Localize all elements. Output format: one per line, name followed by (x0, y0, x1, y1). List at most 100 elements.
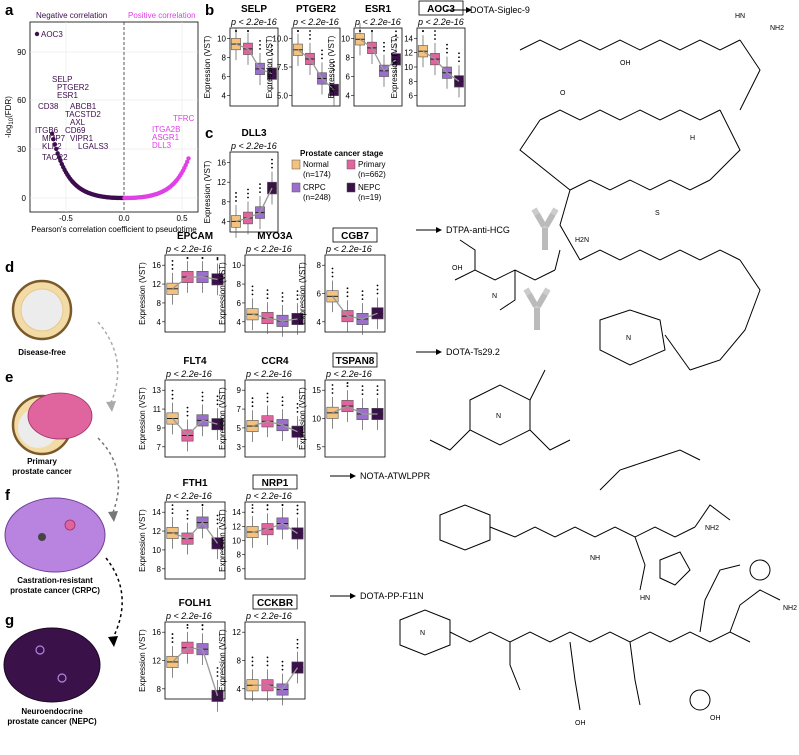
y-axis-label: Expression (VST) (298, 387, 307, 450)
outlier-point (296, 646, 299, 649)
outlier-point (296, 402, 299, 405)
y-tick: 12 (404, 49, 413, 58)
legend-label: Primary (358, 160, 386, 169)
svg-text:prostate cancer: prostate cancer (12, 467, 72, 476)
gene-label: LGALS3 (78, 142, 109, 151)
panel-label-g: g (5, 612, 14, 629)
trend-line (235, 187, 273, 223)
legend-label: Normal (303, 160, 329, 169)
svg-text:prostate cancer (CRPC): prostate cancer (CRPC) (10, 586, 100, 595)
outlier-point (271, 162, 273, 165)
outlier-point (171, 641, 174, 643)
y-tick: 12 (217, 178, 226, 187)
gene-title-box (332, 352, 378, 368)
atom-label: N (496, 413, 501, 420)
outlier-point (281, 296, 284, 298)
outlier-point (171, 633, 174, 635)
outlier-point (458, 52, 460, 55)
p-value: p < 2.2e-16 (325, 369, 372, 379)
outlier-point (296, 504, 299, 507)
trend-line (235, 43, 273, 75)
outlier-point (251, 397, 254, 400)
y-tick: 6 (317, 290, 322, 299)
outlier-point (297, 30, 299, 32)
gene-title: CGB7 (341, 231, 369, 242)
gene-title-box (252, 474, 298, 490)
outlier-point (321, 57, 323, 60)
probe-cckbr: DOTA-PP-F11N (360, 591, 424, 601)
gene-title-box (332, 227, 378, 243)
y-tick: 10 (404, 63, 413, 72)
y-tick: 8 (237, 657, 242, 666)
y-axis-label: -log10(FDR) (4, 96, 15, 138)
outlier-point (281, 664, 284, 667)
outlier-point (171, 504, 174, 506)
y-tick: 10 (232, 537, 241, 546)
x-tick: 0.5 (176, 214, 188, 223)
outlier-point (201, 399, 204, 402)
outlier-point (361, 393, 364, 396)
outlier-point (266, 656, 269, 659)
outlier-point (266, 508, 269, 511)
outlier-point (422, 30, 424, 32)
outlier-point (186, 509, 189, 512)
outlier-point (171, 268, 174, 270)
outlier-point (271, 48, 273, 51)
y-axis-label: Expression (VST) (203, 35, 212, 98)
y-axis-label: Expression (VST) (203, 160, 212, 223)
svg-text:-log10(FDR): -log10(FDR) (4, 96, 15, 138)
y-tick: 4 (222, 92, 227, 101)
outlier-point (186, 627, 189, 629)
gene-label: ESR1 (57, 91, 78, 100)
svg-text:Disease-free: Disease-free (18, 348, 66, 357)
y-tick: 6 (222, 73, 227, 82)
y-axis-label: Expression (VST) (138, 629, 147, 692)
outlier-point (361, 298, 364, 301)
outlier-point (281, 396, 284, 399)
y-axis-label: Expression (VST) (218, 387, 227, 450)
outlier-point (186, 257, 189, 259)
p-value: p < 2.2e-16 (245, 611, 292, 621)
outlier-point (333, 68, 335, 71)
y-tick: 4 (237, 685, 242, 694)
outlier-point (235, 192, 237, 194)
probe-labels: DOTA-Siglec-9 DTPA-anti-HCG DOTA-Ts29.2 … (330, 5, 530, 601)
gene-title: NRP1 (262, 478, 289, 489)
outlier-point (171, 397, 174, 400)
gene-label: ABCB1 (70, 102, 97, 111)
svg-text:Castration-resistant: Castration-resistant (17, 576, 93, 585)
x-axis-label: Pearson's correlation coefficient to pse… (31, 225, 197, 234)
outlier-point (296, 290, 299, 293)
atom-label: S (655, 210, 660, 217)
outlier-point (333, 64, 335, 67)
x-tick: 0.0 (118, 214, 130, 223)
y-tick: 5.0 (277, 92, 289, 101)
outlier-point (266, 293, 269, 296)
gene-title: FTH1 (183, 478, 208, 489)
gene-title: DLL3 (242, 128, 267, 139)
y-tick: 7 (237, 405, 242, 414)
outlier-point (171, 260, 174, 262)
outlier-point (266, 297, 269, 300)
outlier-point (251, 285, 254, 288)
legend-count: (n=19) (358, 193, 382, 202)
p-value: p < 2.2e-16 (417, 17, 464, 27)
atom-label: H (690, 135, 695, 142)
y-tick: 5 (317, 443, 322, 452)
outlier-point (186, 410, 189, 413)
outlier-point (247, 196, 249, 199)
atom-label: NH2 (783, 605, 797, 612)
outlier-point (446, 43, 448, 46)
outlier-point (309, 34, 311, 36)
gene-label: ITGA2B (152, 125, 180, 134)
outlier-point (281, 668, 284, 671)
y-tick: 4 (317, 318, 322, 327)
outlier-point (216, 257, 219, 259)
panel-label-a: a (5, 2, 14, 19)
